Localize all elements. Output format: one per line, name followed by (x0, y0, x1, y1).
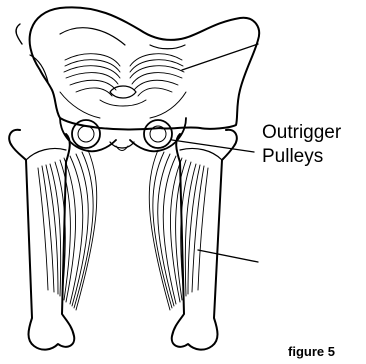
pelvic-muscle (60, 54, 186, 118)
right-femur (172, 130, 237, 350)
right-thigh-muscles (149, 150, 208, 310)
outrigger-label-line1: Outrigger (262, 122, 341, 144)
leader-line-top (182, 44, 258, 70)
left-thigh-muscles (38, 150, 97, 310)
figure-caption: figure 5 (288, 344, 335, 359)
leader-line-bottom (198, 250, 258, 262)
left-femur (9, 130, 74, 350)
leader-line-middle (172, 140, 254, 152)
pelvis-bone (16, 7, 259, 129)
outrigger-label-line2: Pulleys (262, 146, 323, 168)
hip-joints (60, 118, 186, 151)
